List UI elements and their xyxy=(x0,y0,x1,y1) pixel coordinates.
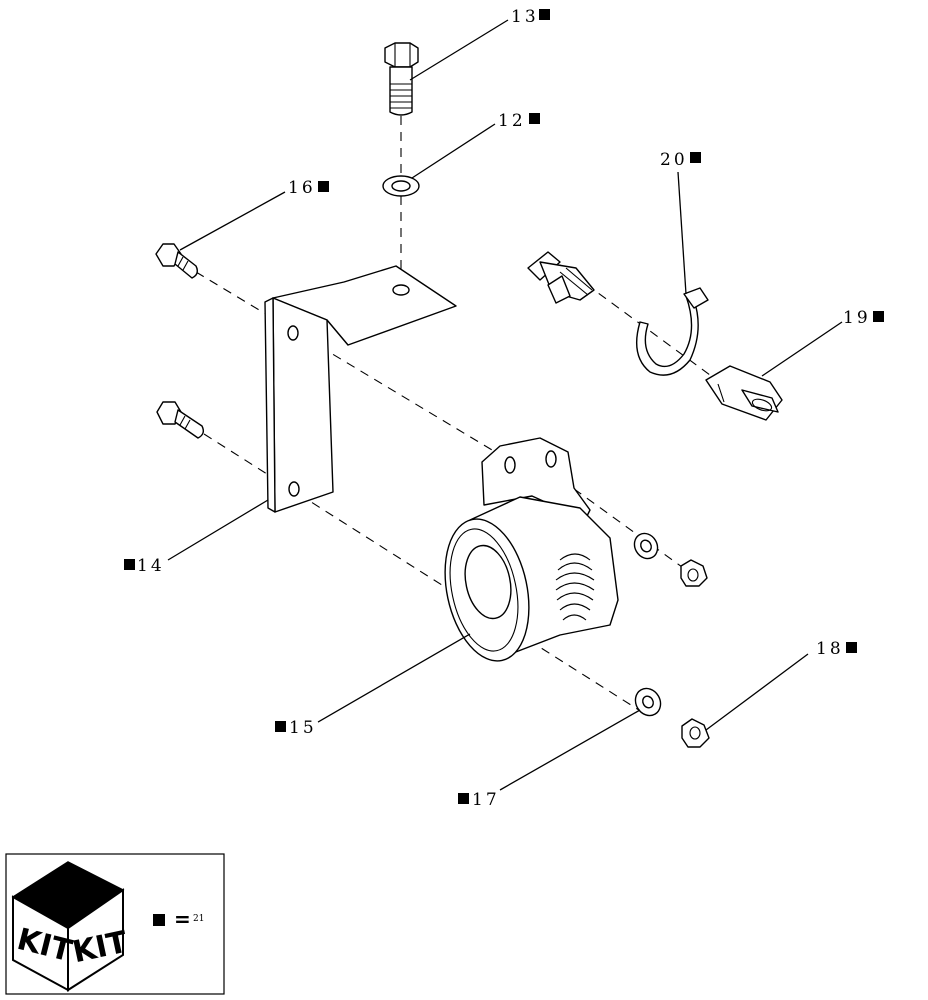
cable-tie-20[interactable] xyxy=(636,287,709,376)
callout-label: 20 xyxy=(660,150,688,170)
callout-leaders xyxy=(167,19,843,791)
nut-18[interactable] xyxy=(681,718,710,748)
callout-label: 14 xyxy=(137,556,165,576)
callout-16: 16 xyxy=(288,178,329,198)
callout-20: 20 xyxy=(660,150,701,170)
kit-marker-icon xyxy=(846,642,857,653)
callout-label: 18 xyxy=(816,639,844,659)
legend-kit-number: 21 xyxy=(193,914,204,924)
callout-label: 19 xyxy=(843,308,871,328)
callout-15: 15 xyxy=(275,718,317,738)
bolt-16[interactable] xyxy=(155,243,199,279)
callout-12: 12 xyxy=(498,111,540,131)
kit-marker-icon xyxy=(153,914,165,926)
kit-marker-icon xyxy=(124,559,135,570)
kit-legend: KIT KIT = 21 xyxy=(5,853,225,995)
callout-19: 19 xyxy=(843,308,884,328)
alternator-15[interactable] xyxy=(433,437,619,669)
kit-marker-icon xyxy=(539,9,550,20)
hex-bolt-13[interactable] xyxy=(384,42,419,116)
kit-marker-icon xyxy=(873,311,884,322)
callout-14: 14 xyxy=(124,556,165,576)
callout-18: 18 xyxy=(816,639,857,659)
callout-label: 17 xyxy=(472,790,500,810)
callout-label: 15 xyxy=(289,718,317,738)
kit-marker-icon xyxy=(529,113,540,124)
kit-marker-icon xyxy=(458,793,469,804)
kit-marker-icon xyxy=(318,181,329,192)
washer-12[interactable] xyxy=(382,175,420,197)
nut-upper[interactable] xyxy=(680,559,708,587)
bolt-16-lower[interactable] xyxy=(156,401,205,439)
callout-13: 13 xyxy=(511,7,550,27)
l-bracket-14[interactable] xyxy=(264,265,457,513)
kit-marker-icon xyxy=(690,152,701,163)
callout-label: 12 xyxy=(498,111,526,131)
washer-upper[interactable] xyxy=(630,529,662,563)
plug-connector-19[interactable] xyxy=(705,365,783,421)
callout-label: 16 xyxy=(288,178,316,198)
callout-17: 17 xyxy=(458,790,500,810)
callout-label: 13 xyxy=(511,7,539,27)
kit-marker-icon xyxy=(275,721,286,732)
terminal-connector[interactable] xyxy=(527,251,595,304)
washer-17[interactable] xyxy=(631,684,666,720)
kit-cube-icon: KIT KIT xyxy=(11,861,131,992)
legend-equals: = xyxy=(174,907,191,931)
